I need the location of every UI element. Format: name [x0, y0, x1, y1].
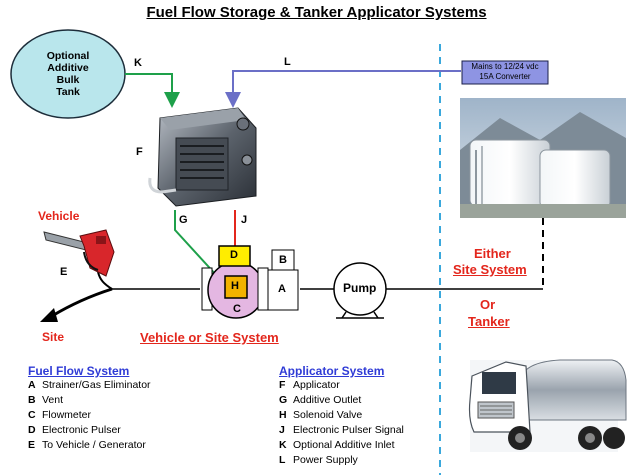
- additive-tank-label: Optional Additive Bulk Tank: [46, 50, 90, 98]
- solenoid-h-box: [224, 275, 248, 299]
- pump-label: Pump: [343, 281, 377, 295]
- label-f: F: [136, 146, 143, 158]
- label-j: J: [241, 214, 248, 226]
- either-label: Either: [474, 246, 511, 261]
- label-b: B: [279, 254, 287, 266]
- site-arrow-head: [40, 308, 58, 322]
- tanker-label: Tanker: [468, 314, 510, 329]
- site-label: Site: [42, 330, 65, 344]
- vent-b-box: [271, 249, 295, 271]
- l-power-line: [225, 70, 461, 108]
- site-system-label: Site System: [453, 262, 527, 277]
- label-l: L: [284, 56, 291, 68]
- page-title: Fuel Flow Storage & Tanker Applicator Sy…: [146, 4, 487, 21]
- vehicle-hose: [97, 271, 113, 290]
- k-additive-line: [125, 73, 180, 108]
- fuel-flow-heading: Fuel Flow System: [28, 364, 130, 378]
- label-h: H: [231, 280, 239, 292]
- vehicle-or-site-label: Vehicle or Site System: [140, 330, 279, 345]
- label-a: A: [278, 283, 286, 295]
- vehicle-label: Vehicle: [38, 209, 80, 223]
- label-g: G: [179, 214, 188, 226]
- converter-label: Mains to 12/24 vdc 15A Converter: [471, 62, 539, 81]
- pulser-d-box: [218, 245, 251, 267]
- applicator-heading: Applicator System: [279, 364, 385, 378]
- strainer-a-box: [267, 269, 299, 311]
- label-c: C: [233, 303, 241, 315]
- fuel-nozzle-image: [43, 229, 115, 277]
- site-outlet-curve: [51, 287, 113, 318]
- or-label: Or: [480, 297, 496, 312]
- pump-circle: [333, 262, 387, 316]
- label-e: E: [60, 266, 68, 278]
- converter-box: [461, 60, 549, 85]
- flowmeter-right-flange: [257, 267, 269, 311]
- storage-tank-image: [460, 98, 626, 218]
- tanker-truck-image: [468, 359, 627, 452]
- label-d: D: [230, 249, 238, 261]
- applicator-device: [148, 107, 257, 207]
- label-k: K: [134, 57, 142, 69]
